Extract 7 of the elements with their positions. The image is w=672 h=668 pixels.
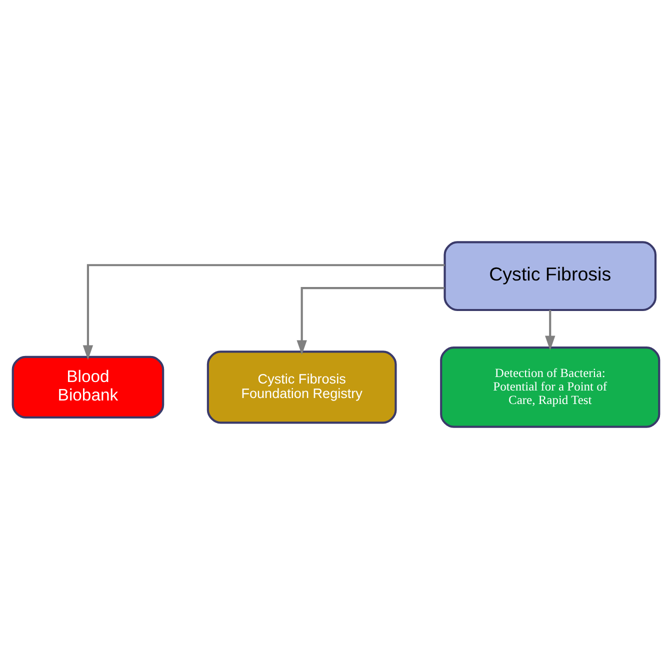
node-box: Blood Biobank xyxy=(12,355,164,418)
node-box: Detection of Bacteria: Potential for a Point of Care, Rapid Test xyxy=(440,346,660,428)
node-box: Cystic Fibrosis xyxy=(444,240,657,311)
arrow xyxy=(545,310,556,350)
arrow xyxy=(296,286,444,354)
arrow xyxy=(82,264,445,360)
node-box: Cystic Fibrosis Foundation Registry xyxy=(206,350,397,424)
